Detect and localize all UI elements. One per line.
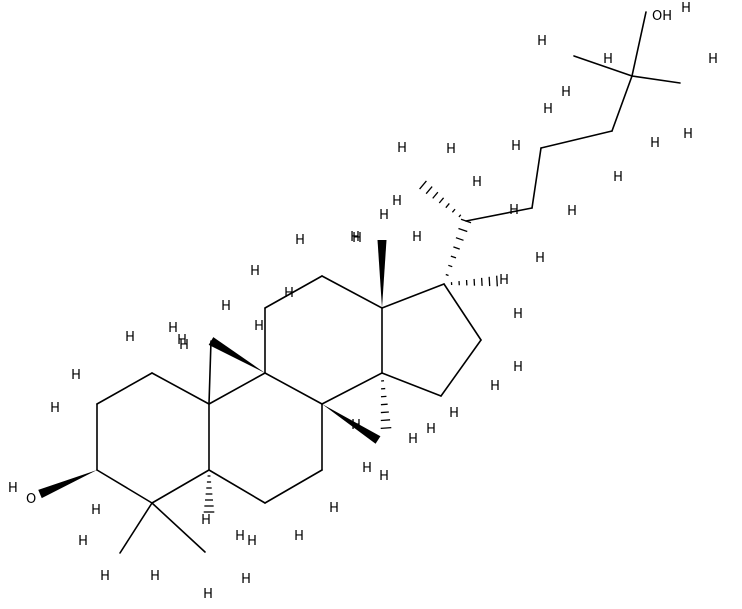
bond-c14-c15 [382,373,441,396]
hydrogen-label-23: H [490,379,500,394]
hydrogen-label-5: H [683,127,693,142]
wedge-bond-c13-c18 [378,240,387,308]
hashed-bond-c20-c21 [420,181,461,217]
hydrogen-label-45: H [241,572,251,587]
hashed-bond-c14-h [381,381,392,429]
hydrogen-label-7: H [511,139,521,154]
hydrogen-label-11: H [509,203,519,218]
hydroxyl-left-label: O [26,492,36,507]
bond-c24-c25 [612,76,632,131]
hydrogen-label-21: H [499,273,509,288]
hydrogen-label-50: H [362,461,372,476]
hydrogen-label-26: H [426,422,436,437]
hydrogen-label-2: H [537,34,547,49]
hydrogen-label-13: H [535,251,545,266]
bond-c4-c5 [152,470,209,503]
bond-c14-c8 [322,373,382,404]
bond-c25-o25 [632,12,646,76]
hydrogen-label-38: H [50,401,60,416]
hydrogen-label-42: H [100,569,110,584]
hydrogen-label-34: H [168,321,178,336]
hydrogen-label-39: H [91,503,101,518]
wedge-bond-c3-o3 [38,470,97,498]
hydrogen-label-14: H [397,141,407,156]
hydrogen-label-9: H [613,170,623,185]
hydrogen-label-20: H [379,208,389,223]
hydrogen-label-17: H [472,175,482,190]
hydrogen-label-15: H [392,194,402,209]
hydrogen-label-22: H [513,307,523,322]
hydrogen-label-31: H [284,286,294,301]
hydrogen-label-53: H [408,432,418,447]
bond-c10-c1 [152,373,209,404]
bond-c4-c29 [152,503,205,552]
hydrogen-label-24: H [513,360,523,375]
hydrogen-label-32: H [221,299,231,314]
hashed-bond-c5-h [204,476,215,512]
bond-c9-c10 [209,373,265,404]
hydrogen-label-3: H [561,85,571,100]
bond-c3-c4 [97,470,152,503]
hydrogen-label-41: H [78,534,88,549]
bond-c4-c28 [120,503,152,553]
hydrogen-label-47: H [235,529,245,544]
bond-c5-c6 [209,470,265,503]
stereo-bond-layer [38,181,497,512]
bond-c20-c22 [466,208,532,221]
hydrogen-label-36: H [179,338,189,353]
hydrogen-label-46: H [203,587,213,602]
hydrogen-label-49: H [329,501,339,516]
hydrogen-label-10: H [650,136,660,151]
hydroxyl-left-h-label: H [8,481,18,496]
hashed-bond-c17-c20 [446,219,471,275]
bond-c15-c16 [441,340,481,396]
hydrogen-label-40: H [201,513,211,528]
bond-c23-c24 [541,131,612,148]
hydrogen-label-30: H [254,319,264,334]
bond-c10-c19 [209,341,211,404]
hydrogen-label-51: H [351,418,361,433]
hydrogen-label-29: H [250,264,260,279]
hydrogen-label-37: H [71,368,81,383]
bond-c1-c2 [97,373,152,404]
hydrogen-label-27: H [295,233,305,248]
hydrogen-label-28: H [352,231,362,246]
bond-c12-c13 [322,276,382,308]
hydrogen-label-19: H [412,230,422,245]
bond-c22-c23 [532,148,541,208]
bond-c17-c13 [382,284,444,308]
hydrogen-label-35: H [125,330,135,345]
hydrogen-label-48: H [294,529,304,544]
bond-c16-c17 [444,284,481,340]
hydroxyl-top-label: OH [652,9,672,24]
hydrogen-label-44: H [247,534,257,549]
hydrogen-label-43: H [150,569,160,584]
hashed-bond-c17-h [451,276,497,287]
hydrogen-label-8: H [543,102,553,117]
bond-c6-c7 [265,470,322,503]
hydrogen-label-12: H [567,204,577,219]
hydrogen-label-1: H [681,1,691,16]
hydrogen-label-25: H [449,406,459,421]
bond-c25-c27 [632,76,680,83]
hydrogen-label-4: H [603,52,613,67]
hydrogen-label-52: H [379,469,389,484]
hydrogen-label-16: H [446,142,456,157]
wedge-bond-c9-c19 [209,337,265,373]
bond-c8-c9 [265,373,322,404]
hydrogen-label-6: H [708,52,718,67]
